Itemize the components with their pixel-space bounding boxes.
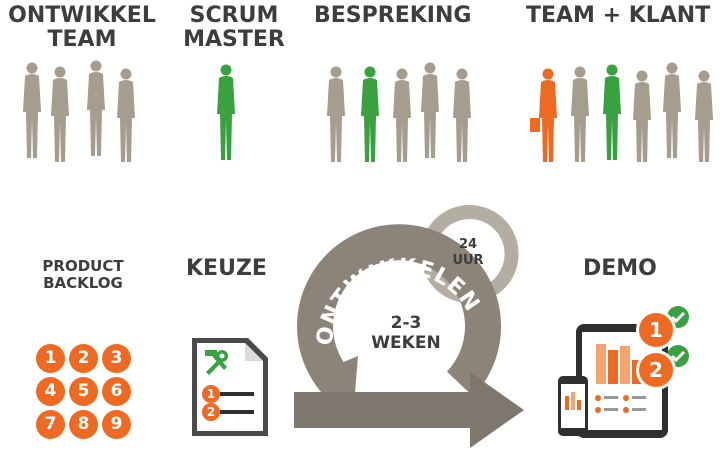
- choice-item: 1: [202, 385, 220, 403]
- demo-heading: DEMO: [583, 256, 657, 281]
- daily-line1: 24: [459, 237, 477, 252]
- team-client-group: [530, 62, 713, 162]
- backlog-item: 7: [36, 410, 65, 439]
- backlog-item: 4: [36, 377, 65, 406]
- daily-line2: UUR: [452, 253, 483, 268]
- team-group: [23, 60, 135, 162]
- team-heading: ONTWIKKEL TEAM: [8, 3, 156, 52]
- backlog-item: 2: [69, 344, 98, 373]
- tools-icon: [205, 350, 228, 375]
- demo-item: 1: [636, 310, 676, 350]
- backlog-item: 3: [102, 344, 131, 373]
- backlog-item: 1: [36, 344, 65, 373]
- meeting-heading: BESPREKING: [314, 3, 472, 28]
- choice-heading: KEUZE: [186, 256, 267, 281]
- backlog-grid: 1 2 3 4 5 6 7 8 9: [36, 344, 132, 440]
- backlog-item: 5: [69, 377, 98, 406]
- main-loop: [297, 224, 501, 399]
- team-client-heading: TEAM + KLANT: [526, 3, 711, 28]
- weeks-line2: WEKEN: [371, 333, 440, 353]
- output-arrow: [294, 372, 524, 448]
- meeting-group: [327, 62, 471, 162]
- choice-document: 1 2: [190, 336, 270, 438]
- weeks-line1: 2-3: [391, 313, 422, 333]
- demo-item: 2: [636, 350, 676, 390]
- scrum-master-figure: [217, 64, 235, 160]
- people-silhouettes: [23, 60, 713, 162]
- daily-loop: [423, 205, 519, 303]
- backlog-item: 6: [102, 377, 131, 406]
- demo-devices: [558, 306, 689, 438]
- product-backlog-heading: PRODUCT BACKLOG: [42, 257, 124, 292]
- choice-item: 2: [202, 403, 220, 421]
- sprint-cycle: ONTWIKKELEN 2-3 WEKEN 24 UUR: [294, 205, 524, 448]
- backlog-item: 8: [69, 410, 98, 439]
- backlog-item: 9: [102, 410, 131, 439]
- scrum-master-heading: SCRUM MASTER: [183, 3, 285, 52]
